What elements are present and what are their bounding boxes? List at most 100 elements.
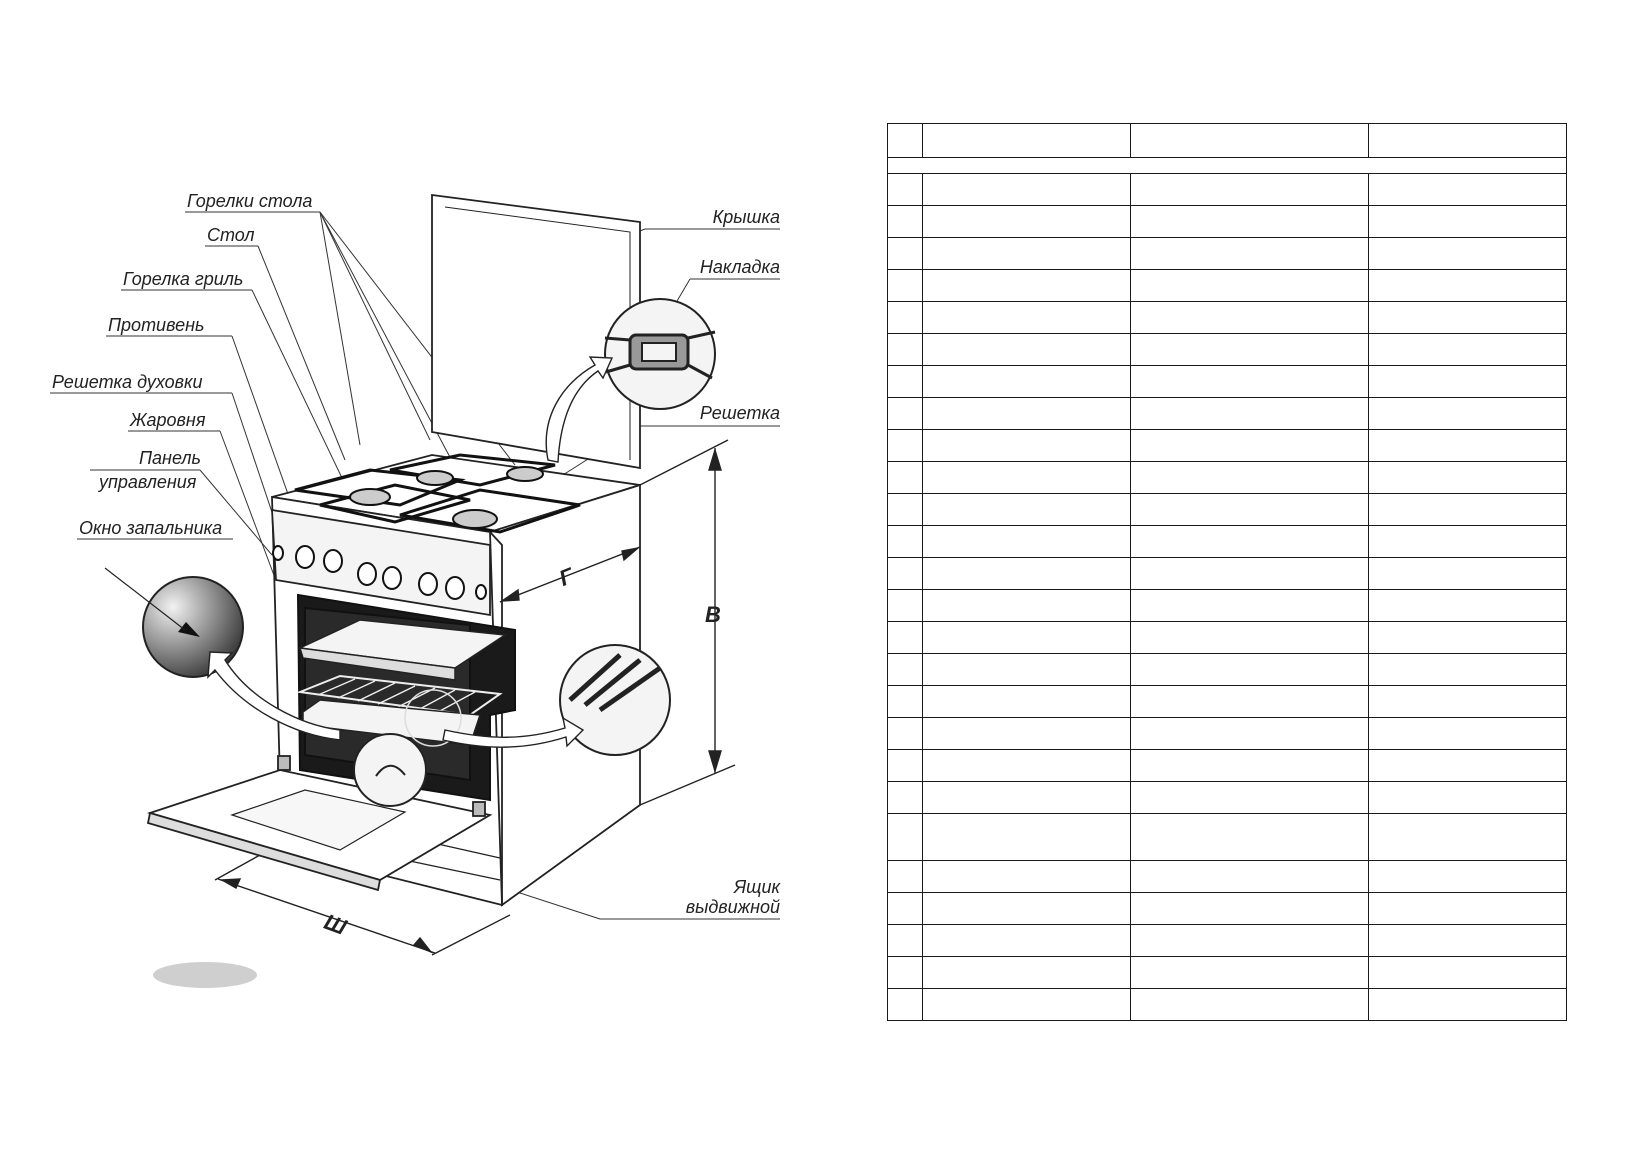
table-cell bbox=[887, 397, 923, 430]
table-cell bbox=[1368, 205, 1567, 238]
rail-detail bbox=[559, 644, 671, 756]
table-cell bbox=[1368, 365, 1567, 398]
dimension-height-label: В bbox=[705, 602, 721, 627]
table-cell bbox=[1368, 860, 1567, 893]
callout-arrows bbox=[207, 356, 614, 748]
table-cell bbox=[887, 749, 923, 782]
table-row bbox=[887, 365, 1567, 398]
table-cell bbox=[1130, 749, 1369, 782]
label-roaster: Жаровня bbox=[129, 410, 206, 430]
table-cell bbox=[1130, 813, 1369, 861]
table-cell bbox=[922, 924, 1131, 957]
label-lid: Крышка bbox=[713, 207, 780, 227]
table-cell bbox=[1368, 589, 1567, 622]
table-cell bbox=[1368, 813, 1567, 861]
label-panel-line2: управления bbox=[97, 472, 197, 492]
table-cell bbox=[1130, 685, 1369, 718]
table-row bbox=[887, 461, 1567, 494]
table-cell bbox=[887, 924, 923, 957]
table-cell bbox=[887, 461, 923, 494]
stove-diagram: Горелки стола Стол Горелка гриль Противе… bbox=[50, 191, 782, 988]
label-grill-burner: Горелка гриль bbox=[123, 269, 243, 289]
table-cell bbox=[1368, 461, 1567, 494]
table-cell bbox=[1368, 493, 1567, 526]
table-cell bbox=[1368, 557, 1567, 590]
table-cell bbox=[922, 685, 1131, 718]
table-cell bbox=[1130, 123, 1369, 158]
table-cell bbox=[922, 461, 1131, 494]
table-cell bbox=[922, 365, 1131, 398]
table-cell bbox=[1130, 781, 1369, 814]
table-cell bbox=[887, 860, 923, 893]
table-cell bbox=[922, 813, 1131, 861]
placeholder-ellipse bbox=[153, 962, 257, 988]
table-cell bbox=[887, 493, 923, 526]
table-row bbox=[887, 892, 1567, 925]
table-cell bbox=[922, 781, 1131, 814]
table-cell bbox=[887, 333, 923, 366]
table-cell bbox=[922, 956, 1131, 989]
table-row bbox=[887, 301, 1567, 334]
label-drawer-line1: Ящик bbox=[733, 877, 782, 897]
oven-rack bbox=[296, 674, 503, 717]
table-cell bbox=[1368, 621, 1567, 654]
table-row bbox=[887, 749, 1567, 782]
table-cell bbox=[1368, 333, 1567, 366]
dimension-width-label: Ш bbox=[321, 909, 350, 940]
table-row bbox=[887, 956, 1567, 989]
table-row bbox=[887, 269, 1567, 302]
table-row bbox=[887, 813, 1567, 861]
table-row bbox=[887, 525, 1567, 558]
label-burners: Горелки стола bbox=[187, 191, 312, 211]
table-cell bbox=[887, 685, 923, 718]
table-cell bbox=[922, 589, 1131, 622]
table-cell bbox=[887, 589, 923, 622]
label-table: Стол bbox=[207, 225, 255, 245]
table-cell bbox=[1130, 525, 1369, 558]
table-cell bbox=[1130, 205, 1369, 238]
table-row bbox=[887, 988, 1567, 1021]
table-cell bbox=[1368, 653, 1567, 686]
table-cell bbox=[1130, 301, 1369, 334]
spec-table bbox=[887, 123, 1567, 1021]
table-cell bbox=[922, 429, 1131, 462]
table-row bbox=[887, 237, 1567, 270]
table-cell bbox=[887, 525, 923, 558]
table-cell bbox=[922, 717, 1131, 750]
table-row bbox=[887, 333, 1567, 366]
table-row bbox=[887, 493, 1567, 526]
table-cell bbox=[1368, 123, 1567, 158]
table-cell bbox=[1368, 397, 1567, 430]
label-igniter-window: Окно запальника bbox=[79, 518, 222, 538]
table-cell bbox=[887, 653, 923, 686]
label-panel-line1: Панель bbox=[139, 448, 201, 468]
table-cell bbox=[887, 123, 923, 158]
table-cell bbox=[1130, 173, 1369, 206]
table-cell bbox=[1368, 429, 1567, 462]
table-cell bbox=[1368, 525, 1567, 558]
table-cell bbox=[1130, 269, 1369, 302]
label-drawer-line2: выдвижной bbox=[686, 897, 780, 917]
table-section-cell bbox=[887, 157, 1567, 174]
table-cell bbox=[887, 956, 923, 989]
table-cell bbox=[887, 205, 923, 238]
table-cell bbox=[887, 892, 923, 925]
table-cell bbox=[1368, 685, 1567, 718]
table-cell bbox=[1130, 397, 1369, 430]
table-cell bbox=[922, 397, 1131, 430]
label-grate: Решетка bbox=[700, 403, 780, 423]
table-cell bbox=[922, 860, 1131, 893]
table-row bbox=[887, 157, 1567, 174]
table-cell bbox=[1368, 269, 1567, 302]
table-cell bbox=[922, 749, 1131, 782]
table-row bbox=[887, 924, 1567, 957]
table-cell bbox=[1130, 237, 1369, 270]
table-cell bbox=[887, 365, 923, 398]
table-row bbox=[887, 397, 1567, 430]
table-cell bbox=[922, 621, 1131, 654]
table-cell bbox=[1130, 653, 1369, 686]
table-cell bbox=[1368, 237, 1567, 270]
table-row bbox=[887, 781, 1567, 814]
table-cell bbox=[1368, 988, 1567, 1021]
table-cell bbox=[1130, 493, 1369, 526]
